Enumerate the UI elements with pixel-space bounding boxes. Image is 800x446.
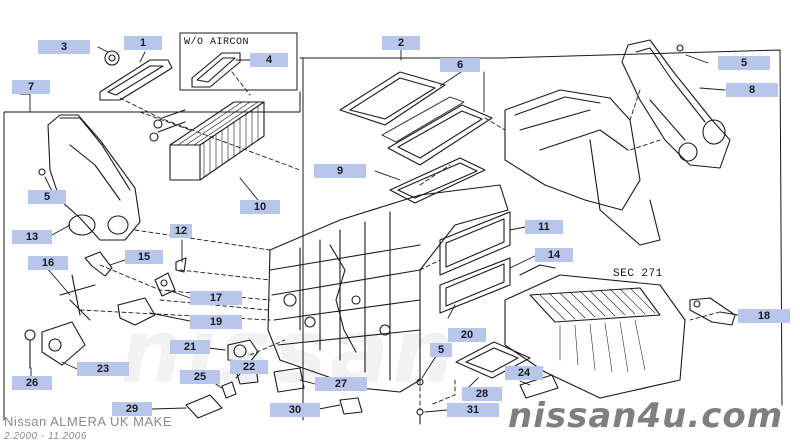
part-4-cover <box>191 52 241 88</box>
callout-5-bottom[interactable]: 5 <box>430 343 452 357</box>
part-10-heater-core <box>149 101 265 181</box>
screw-part-31 <box>416 408 424 425</box>
part-15-lever <box>84 251 113 277</box>
callout-14[interactable]: 14 <box>535 248 573 262</box>
callout-11[interactable]: 11 <box>525 220 563 234</box>
part-23-actuator <box>41 321 86 366</box>
part-19-lever <box>117 297 156 326</box>
callout-1[interactable]: 1 <box>124 36 162 50</box>
callout-16[interactable]: 16 <box>28 256 68 270</box>
part-25-clip <box>221 381 237 399</box>
callout-28[interactable]: 28 <box>462 387 502 401</box>
part-27-gasket <box>273 367 305 393</box>
callout-13[interactable]: 13 <box>12 230 52 244</box>
callout-7[interactable]: 7 <box>12 80 50 94</box>
callout-5-left[interactable]: 5 <box>28 190 66 204</box>
leader-lines <box>19 46 739 413</box>
sec-271-evaporator <box>504 264 686 399</box>
callout-18[interactable]: 18 <box>738 309 790 323</box>
site-watermark: nissan4u.com <box>508 396 784 436</box>
callout-2[interactable]: 2 <box>382 36 420 50</box>
callout-23[interactable]: 23 <box>77 362 129 376</box>
callout-22[interactable]: 22 <box>230 360 268 374</box>
part-28-gasket <box>455 341 531 379</box>
callout-5-right[interactable]: 5 <box>718 56 770 70</box>
callout-21[interactable]: 21 <box>170 340 210 354</box>
callout-12[interactable]: 12 <box>170 224 192 238</box>
part-18-bracket <box>689 297 736 326</box>
part-12-clip <box>175 257 187 273</box>
callout-30[interactable]: 30 <box>270 403 320 417</box>
part-13-duct-left <box>47 114 141 241</box>
aircon-inset-label: W/O AIRCON <box>184 37 250 48</box>
part-26-bolt <box>24 329 36 369</box>
production-dates-caption: 2.2000 - 11.2006 <box>4 431 87 442</box>
part-2-heater-housing <box>267 184 509 393</box>
assembly-guides <box>79 71 721 411</box>
callout-31[interactable]: 31 <box>447 403 499 417</box>
callout-27[interactable]: 27 <box>315 377 367 391</box>
part-6-filters <box>339 71 493 166</box>
callout-24[interactable]: 24 <box>505 366 543 380</box>
callout-8[interactable]: 8 <box>726 83 778 97</box>
screw-part-5 <box>38 44 684 386</box>
frame-left-group <box>3 91 301 421</box>
part-17-link <box>154 272 176 297</box>
part-8-duct-right <box>621 39 731 169</box>
callout-9[interactable]: 9 <box>314 164 366 178</box>
callout-10[interactable]: 10 <box>240 200 280 214</box>
frame-right-group <box>299 49 783 421</box>
callout-3[interactable]: 3 <box>38 40 90 54</box>
callout-17[interactable]: 17 <box>190 291 242 305</box>
callout-4[interactable]: 4 <box>250 53 288 67</box>
callout-19[interactable]: 19 <box>190 315 242 329</box>
section-reference-label: SEC 271 <box>613 268 663 280</box>
frame-aircon-inset <box>179 32 298 91</box>
model-caption: Nissan ALMERA UK MAKE <box>4 414 172 429</box>
part-1-gasket <box>99 59 173 101</box>
part-30-clip <box>339 397 363 415</box>
part-9-filter-frame <box>389 157 486 204</box>
callout-26[interactable]: 26 <box>12 376 52 390</box>
callout-20[interactable]: 20 <box>448 328 486 342</box>
upper-blower-housing <box>504 89 661 246</box>
part-21-motor <box>227 339 259 363</box>
part-16-linkage <box>59 274 96 321</box>
part-29-resistor <box>185 394 223 419</box>
callout-6[interactable]: 6 <box>440 58 480 72</box>
part-11-14-plates <box>439 211 511 314</box>
part-3-grommet <box>104 50 120 66</box>
callout-15[interactable]: 15 <box>125 250 163 264</box>
callout-25[interactable]: 25 <box>180 370 220 384</box>
callout-29[interactable]: 29 <box>112 402 152 416</box>
